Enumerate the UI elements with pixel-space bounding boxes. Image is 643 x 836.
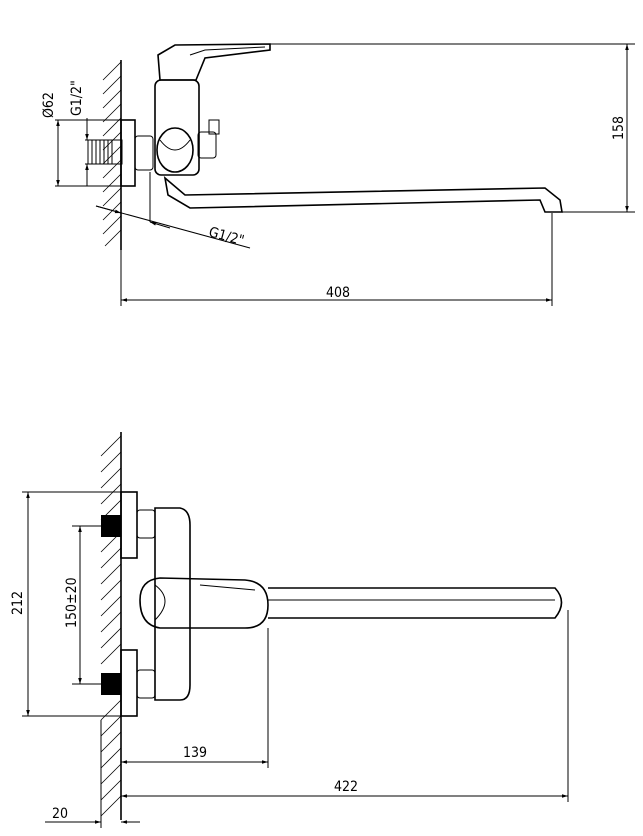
dimension-center-distance: 150±20: [64, 525, 121, 685]
dimension-reach: 408: [120, 213, 553, 306]
eccentric-connector: [87, 119, 154, 187]
wall-offset-label: 20: [52, 806, 68, 822]
spout-top: [268, 587, 563, 619]
dimension-height: 158: [270, 43, 635, 213]
wall-thread-label: G1/2": [69, 80, 85, 116]
dimension-overall-height: 212: [10, 491, 137, 717]
connection-thread-label: G1/2": [207, 224, 246, 249]
dimension-wall-thread: G1/2": [69, 80, 89, 186]
wall-hatch-bottom: [100, 432, 122, 820]
dimension-handle-reach: 139: [121, 628, 269, 768]
dimension-wall-offset: 20: [45, 720, 140, 828]
diameter-label: Ø62: [41, 92, 57, 118]
top-view: 212 150±20 139 422 20: [10, 432, 569, 828]
mixer-body-top: [139, 507, 269, 701]
connector-upper: [101, 491, 156, 559]
dimension-spout-reach: 422: [121, 610, 569, 802]
mixer-body-side: [154, 43, 271, 176]
reach-label: 408: [326, 285, 350, 301]
center-distance-label: 150±20: [64, 577, 80, 628]
height-label: 158: [611, 116, 627, 140]
dimension-diameter: Ø62: [41, 92, 121, 187]
spout-side: [163, 175, 563, 213]
dimension-connection-thread: G1/2": [95, 172, 251, 249]
side-view: Ø62 G1/2" G1/2" 408: [41, 43, 635, 306]
overall-height-label: 212: [10, 591, 26, 615]
handle-reach-label: 139: [183, 745, 207, 761]
spout-reach-label: 422: [334, 779, 358, 795]
connector-lower: [101, 649, 156, 717]
